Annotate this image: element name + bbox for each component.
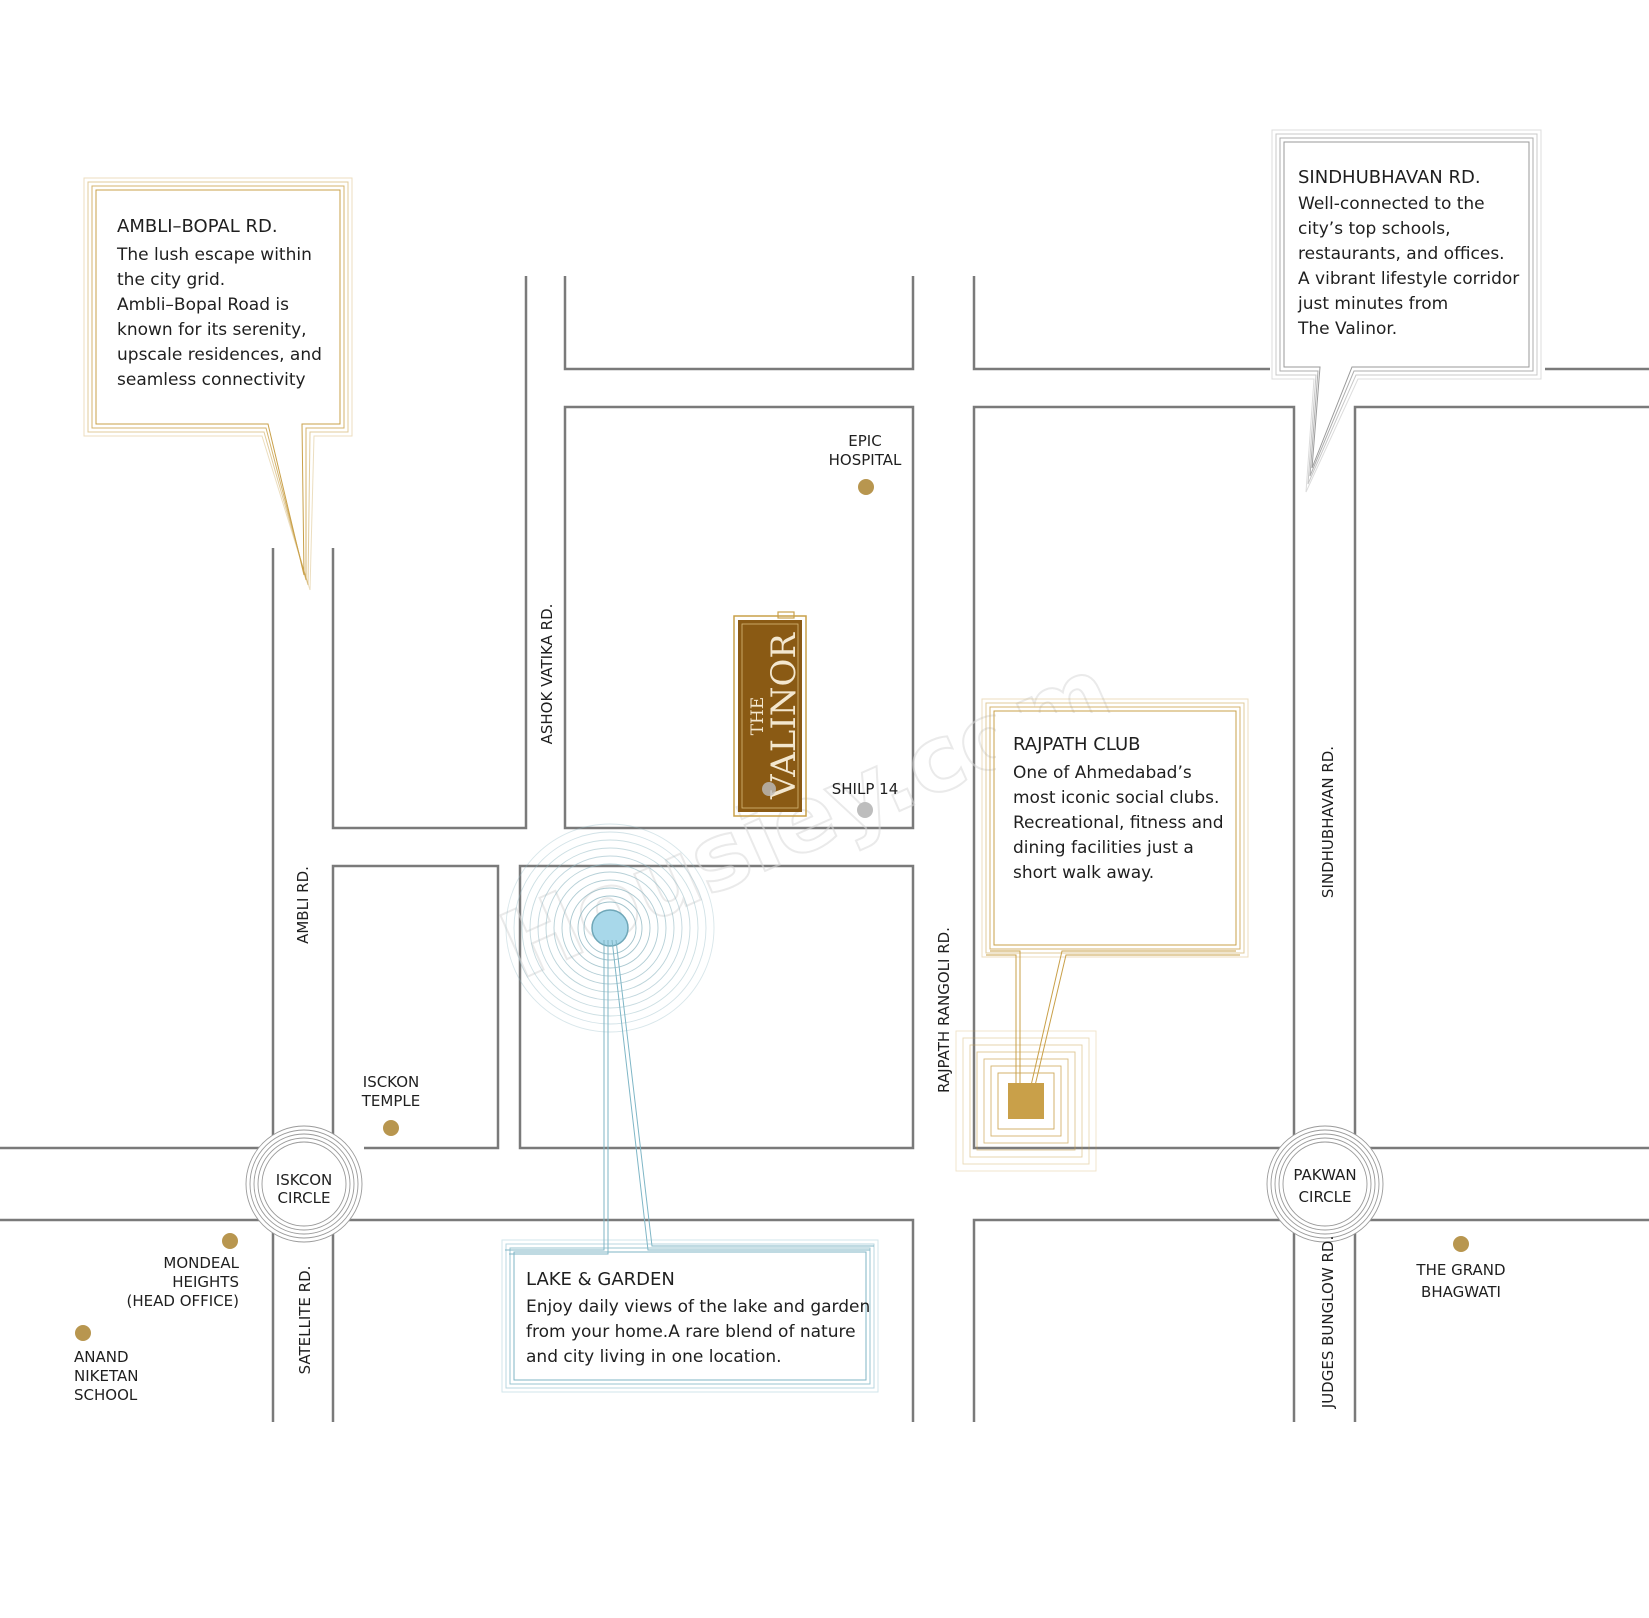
- callout-sindhubhavan-line: Well-connected to the: [1298, 194, 1485, 214]
- svg-text:BHAGWATI: BHAGWATI: [1421, 1283, 1501, 1301]
- brand-line2: VALINOR: [764, 632, 804, 800]
- poi-dot: [857, 802, 873, 818]
- poi-iskcon-temple: ISCKON TEMPLE: [361, 1073, 420, 1136]
- rajpath-leader: [986, 950, 1240, 1091]
- road-label-satellite: SATELLITE RD.: [296, 1266, 314, 1375]
- poi-anand-niketan-school: ANAND NIKETAN SCHOOL: [74, 1325, 138, 1404]
- svg-text:SHILP 14: SHILP 14: [832, 780, 898, 798]
- svg-text:NIKETAN: NIKETAN: [74, 1367, 138, 1385]
- callout-ambli-bopal: [83, 177, 353, 591]
- callout-rajpath-club-title: RAJPATH CLUB: [1013, 734, 1141, 755]
- poi-dot: [858, 479, 874, 495]
- poi-shilp-14: SHILP 14: [762, 780, 898, 818]
- block-right: [1353, 405, 1649, 1150]
- road-label-rajpath-rangoli: RAJPATH RANGOLI RD.: [935, 927, 953, 1093]
- svg-text:ISCKON: ISCKON: [363, 1073, 419, 1091]
- iskcon-circle-label-2: CIRCLE: [278, 1189, 331, 1207]
- svg-text:TEMPLE: TEMPLE: [361, 1092, 420, 1110]
- svg-text:THE GRAND: THE GRAND: [1415, 1261, 1505, 1279]
- callout-sindhubhavan-line: The Valinor.: [1297, 319, 1397, 339]
- callout-rajpath-club-line: One of Ahmedabad’s: [1013, 763, 1192, 783]
- poi-the-grand-bhagwati: THE GRAND BHAGWATI: [1415, 1236, 1506, 1301]
- road-label-sindhubhavan: SINDHUBHAVAN RD.: [1319, 746, 1337, 898]
- block-bottom-mid: [972, 1218, 1296, 1422]
- road-label-judges-bunglow: JUDGES BUNGLOW RD.: [1319, 1236, 1337, 1409]
- block-lake: [518, 864, 915, 1150]
- svg-text:MONDEAL: MONDEAL: [163, 1254, 239, 1272]
- poi-dot: [762, 782, 776, 796]
- block-ambli-left: [0, 548, 275, 1150]
- callout-ambli-bopal-line: the city grid.: [117, 270, 225, 290]
- the-valinor-logo: THE VALINOR: [733, 611, 807, 817]
- rajpath-club-marker: [955, 1030, 1097, 1172]
- callout-ambli-bopal-line: upscale residences, and: [117, 345, 322, 365]
- poi-dot: [1453, 1236, 1469, 1252]
- callout-sindhubhavan-line: just minutes from: [1297, 294, 1448, 314]
- lake-marker: [505, 823, 715, 1033]
- callout-ambli-bopal-line: known for its serenity,: [117, 320, 307, 340]
- poi-dot: [383, 1120, 399, 1136]
- svg-text:EPIC: EPIC: [848, 432, 881, 450]
- block-top-mid: [563, 276, 915, 371]
- lake-leader: [505, 939, 874, 1255]
- callout-ambli-bopal-line: seamless connectivity: [117, 370, 306, 390]
- rajpath-club-icon: [1008, 1083, 1044, 1119]
- callout-rajpath-club-line: dining facilities just a: [1013, 838, 1194, 858]
- road-label-ashok-vatika: ASHOK VATIKA RD.: [538, 604, 556, 745]
- callout-sindhubhavan-line: city’s top schools,: [1298, 219, 1451, 239]
- svg-text:(HEAD OFFICE): (HEAD OFFICE): [127, 1292, 239, 1310]
- callout-rajpath-club-line: most iconic social clubs.: [1013, 788, 1219, 808]
- poi-mondeal-heights: MONDEAL HEIGHTS (HEAD OFFICE): [127, 1233, 240, 1310]
- callout-rajpath-club: [981, 698, 1249, 958]
- callout-sindhubhavan-title: SINDHUBHAVAN RD.: [1298, 167, 1481, 188]
- callout-lake-garden-line: and city living in one location.: [526, 1347, 782, 1367]
- pakwan-circle-rings: [1266, 1125, 1384, 1243]
- callout-sindhubhavan-line: A vibrant lifestyle corridor: [1298, 269, 1519, 289]
- block-top-right: [972, 276, 1270, 371]
- poi-dot: [222, 1233, 238, 1249]
- block-iskcon-temple: [331, 864, 500, 1150]
- pakwan-circle-label-1: PAKWAN: [1293, 1166, 1356, 1184]
- callout-ambli-bopal-line: Ambli–Bopal Road is: [117, 295, 289, 315]
- callout-lake-garden-title: LAKE & GARDEN: [526, 1269, 675, 1290]
- callout-sindhubhavan: [1271, 129, 1542, 493]
- poi-dot: [75, 1325, 91, 1341]
- iskcon-circle-label-1: ISKCON: [276, 1171, 332, 1189]
- lake-icon: [591, 909, 629, 947]
- pakwan-circle-label-2: CIRCLE: [1299, 1188, 1352, 1206]
- poi-epic-hospital: EPIC HOSPITAL: [829, 432, 902, 495]
- callout-lake-garden-line: from your home.A rare blend of nature: [526, 1322, 856, 1342]
- svg-text:ANAND: ANAND: [74, 1348, 129, 1366]
- block-bottom-right: [1353, 1218, 1649, 1422]
- brand-line1: THE: [748, 697, 768, 736]
- svg-text:HOSPITAL: HOSPITAL: [829, 451, 902, 469]
- callout-rajpath-club-line: short walk away.: [1013, 863, 1154, 883]
- block-satellite: [331, 1218, 915, 1422]
- svg-text:SCHOOL: SCHOOL: [74, 1386, 138, 1404]
- callout-ambli-bopal-line: The lush escape within: [116, 245, 312, 265]
- callout-sindhubhavan-line: restaurants, and offices.: [1298, 244, 1505, 264]
- iskcon-circle-rings: [245, 1125, 363, 1243]
- callout-lake-garden-line: Enjoy daily views of the lake and garden: [526, 1297, 870, 1317]
- callout-rajpath-club-line: Recreational, fitness and: [1013, 813, 1224, 833]
- block-valinor: [563, 405, 915, 830]
- block-top-left: [331, 276, 528, 830]
- callout-lake-garden: [501, 1239, 879, 1393]
- road-label-ambli: AMBLI RD.: [294, 866, 312, 944]
- svg-text:HEIGHTS: HEIGHTS: [172, 1273, 239, 1291]
- callout-ambli-bopal-title: AMBLI–BOPAL RD.: [117, 216, 278, 237]
